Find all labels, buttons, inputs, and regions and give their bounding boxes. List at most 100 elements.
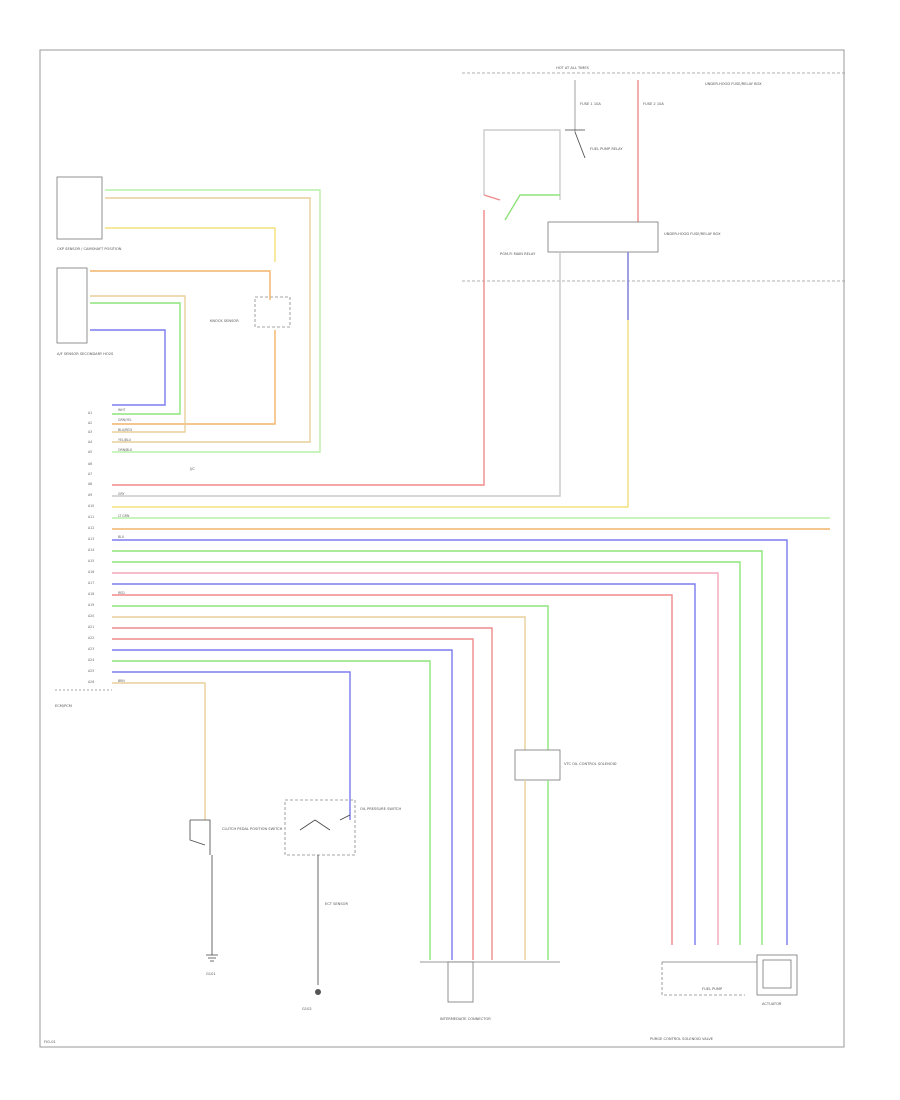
oil-switch-icon xyxy=(299,814,351,831)
pin-label: A14 xyxy=(88,548,94,552)
pin-label: A15 xyxy=(88,559,94,563)
fuel-pump-box xyxy=(661,962,745,996)
wire-tan-mid xyxy=(90,295,186,433)
actuator-inner xyxy=(762,959,792,989)
oil-switch-label: OIL PRESSURE SWITCH xyxy=(360,807,401,811)
wire-label: YEL/BLU xyxy=(118,438,132,442)
wire-label: BLU xyxy=(118,535,125,539)
wire-tan-solenoid xyxy=(112,616,526,750)
sensor-mid xyxy=(56,267,88,344)
top-right-note: UNDER-HOOD FUSE/RELAY BOX xyxy=(705,82,762,86)
ground-left-label: G101 xyxy=(206,972,216,976)
wire-red-bottom-1 xyxy=(112,627,493,960)
wire-label: GRN/YEL xyxy=(118,418,132,422)
wire-green-right-1 xyxy=(112,550,763,945)
pin-label: A25 xyxy=(88,669,94,673)
sensor-top xyxy=(56,176,103,240)
ground-left-icon xyxy=(206,954,218,962)
wire-gray-to-fusebox xyxy=(112,252,561,497)
fuse-a-label: FUSE 1 10A xyxy=(580,102,601,106)
pin-label: A4 xyxy=(88,440,92,444)
wire-yellow-to-fusebox xyxy=(112,252,629,508)
fuel-pump-label: FUEL PUMP xyxy=(702,987,723,991)
wire-green-bottom xyxy=(112,660,431,960)
pin-label: A23 xyxy=(88,647,94,651)
wire-green-right-2 xyxy=(112,561,741,945)
vtc-solenoid-label: VTC OIL CONTROL SOLENOID xyxy=(564,762,617,766)
pin-label: A6 xyxy=(88,462,92,466)
wire-orange-mid xyxy=(90,270,271,300)
wire-blue-right xyxy=(112,539,788,945)
actuator-label: ACTUATOR xyxy=(762,1002,782,1006)
wire-label: ORN/BLK xyxy=(118,448,133,452)
wire-red-right xyxy=(112,594,673,945)
wire-green-mid xyxy=(90,302,181,415)
pin-label: A7 xyxy=(88,472,92,476)
knock-sensor xyxy=(254,296,291,328)
oil-switch-box xyxy=(284,799,356,856)
wire-red-bottom-2 xyxy=(112,638,474,960)
top-fuse-box: FUSE 1 10A FUSE 2 10A FUEL PUMP RELAY PG… xyxy=(483,80,721,256)
pin-label: A22 xyxy=(88,636,94,640)
connector-note: J/C xyxy=(189,467,195,471)
ect-sensor-label: ECT SENSOR xyxy=(325,902,348,906)
pin-label: A1 xyxy=(88,411,92,415)
wire-top-green xyxy=(105,189,321,453)
bottom-connector-label: INTERMEDIATE CONNECTOR xyxy=(440,1017,491,1021)
wire-orange-knock xyxy=(112,330,276,425)
bottom-connector xyxy=(447,961,474,1003)
pin-label: A19 xyxy=(88,603,94,607)
knock-sensor-label: KNOCK SENSOR xyxy=(210,319,239,323)
main-relay-box xyxy=(547,221,659,253)
wire-red-to-fusebox xyxy=(112,210,485,486)
pin-label: A17 xyxy=(88,581,94,585)
pin-label: A8 xyxy=(88,482,92,486)
diagram-frame xyxy=(39,49,845,1048)
wire-label: BRN xyxy=(118,679,125,683)
wire-tan-clutch xyxy=(112,682,206,820)
pin-label: A5 xyxy=(88,450,92,454)
wire-green-solenoid xyxy=(112,605,549,750)
sensor-mid-label: A/F SENSOR SECONDARY HO2S xyxy=(57,352,114,356)
main-relay-label: PGM-FI MAIN RELAY xyxy=(500,252,536,256)
pin-label: A11 xyxy=(88,515,94,519)
ecm-label: ECM/PCM xyxy=(55,704,72,708)
pin-label: A9 xyxy=(88,493,92,497)
pin-label: A21 xyxy=(88,625,94,629)
fusebox-title: HOT AT ALL TIMES xyxy=(556,66,590,70)
fusebox-label: UNDER-HOOD FUSE/RELAY BOX xyxy=(664,232,721,236)
pin-label: A24 xyxy=(88,658,94,662)
pin-label: A18 xyxy=(88,592,94,596)
ecm-pin-column: A1 A2 A3 A4 A5 A6 A7 A8 A9 A10 A11 A12 A… xyxy=(55,411,112,708)
wire-label: LT GRN xyxy=(118,514,130,518)
wire-label: BLU/RED xyxy=(118,428,132,432)
clutch-switch-icon xyxy=(189,819,211,855)
actuator-full-label: PURGE CONTROL SOLENOID VALVE xyxy=(650,1037,714,1041)
ground-mid-label: G102 xyxy=(302,1007,312,1011)
wire-gray-oilswitch xyxy=(112,671,351,820)
pin-label: A3 xyxy=(88,430,92,434)
sensor-top-label: CKP SENSOR / CAMSHAFT POSITION xyxy=(57,247,122,251)
wire-top-tan xyxy=(105,197,311,443)
wire-pink-right xyxy=(112,572,719,945)
fusebox-red-wire xyxy=(483,194,501,201)
relay-label: FUEL PUMP RELAY xyxy=(590,147,623,151)
wire-label: WHT xyxy=(118,408,126,412)
relay-switch-icon xyxy=(565,129,586,159)
wire-yellow xyxy=(105,227,276,262)
wire-label: RED xyxy=(118,591,125,595)
pin-label: A20 xyxy=(88,614,94,618)
wire-blue-mid xyxy=(90,329,166,406)
pin-label: A26 xyxy=(88,680,94,684)
fuse-b-label: FUSE 2 10A xyxy=(643,102,664,106)
pin-label: A10 xyxy=(88,504,94,508)
pin-label: A13 xyxy=(88,537,94,541)
ground-mid-icon xyxy=(315,989,321,995)
pin-label: A12 xyxy=(88,526,94,530)
clutch-switch-label: CLUTCH PEDAL POSITION SWITCH xyxy=(222,827,283,831)
corner-label: FIG-01 xyxy=(44,1040,56,1044)
fusebox-gray-wire xyxy=(483,129,561,200)
pin-label: A2 xyxy=(88,421,92,425)
pin-label: A16 xyxy=(88,570,94,574)
